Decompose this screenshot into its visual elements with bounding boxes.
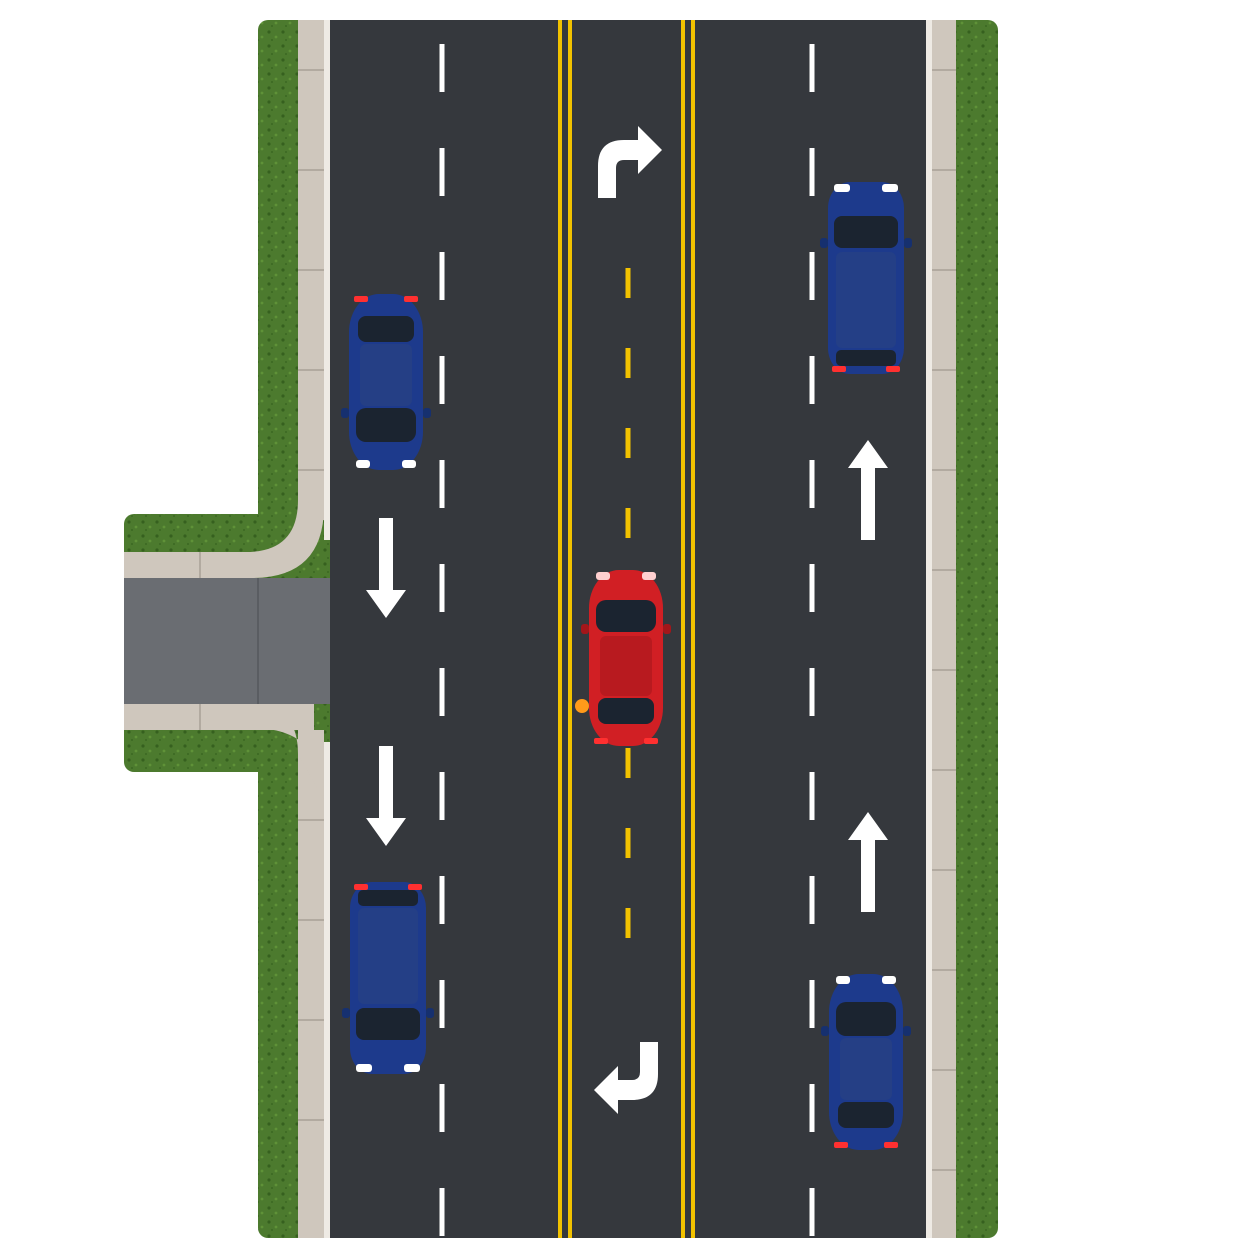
lane-dash-white xyxy=(809,1188,815,1236)
lane-dash-white xyxy=(809,772,815,820)
lane-dash-white xyxy=(439,772,445,820)
sidewalk-right xyxy=(930,20,956,1238)
lane-dash-white xyxy=(439,564,445,612)
lane-dash-yellow xyxy=(625,508,631,538)
car-center-red-sedan xyxy=(575,570,671,746)
lane-markings xyxy=(439,44,815,1236)
car-southbound-suv xyxy=(342,882,434,1074)
lane-dash-white xyxy=(809,668,815,716)
lane-dash-white xyxy=(809,564,815,612)
lane-dash-white xyxy=(439,1084,445,1132)
sidewalk-joints xyxy=(199,69,956,1171)
double-yellow-left xyxy=(558,20,572,1238)
lane-dash-white xyxy=(439,252,445,300)
curb-right xyxy=(926,20,932,1238)
lane-dash-yellow xyxy=(625,268,631,298)
lane-dash-white xyxy=(439,460,445,508)
car-northbound-suv xyxy=(820,182,912,374)
lane-dash-white xyxy=(439,668,445,716)
lane-dash-yellow xyxy=(625,428,631,458)
lane-dash-white xyxy=(439,1188,445,1236)
lane-dash-white xyxy=(439,980,445,1028)
lane-dash-white xyxy=(809,876,815,924)
car-northbound-sedan xyxy=(821,974,911,1150)
lane-dash-white xyxy=(439,876,445,924)
lane-dash-white xyxy=(809,1084,815,1132)
double-yellow-right xyxy=(681,20,695,1238)
lane-dash-white xyxy=(809,356,815,404)
lane-dash-white xyxy=(809,44,815,92)
lane-dash-yellow xyxy=(625,908,631,938)
lane-dash-white xyxy=(809,460,815,508)
turn-signal-icon xyxy=(575,699,589,713)
lane-dash-white xyxy=(809,148,815,196)
lane-dash-yellow xyxy=(625,828,631,858)
car-southbound-sedan xyxy=(341,294,431,470)
lane-dash-white xyxy=(439,44,445,92)
side-street xyxy=(124,578,334,704)
lane-dash-white xyxy=(439,356,445,404)
lane-dash-white xyxy=(439,148,445,196)
curb-left-bottom xyxy=(324,742,330,1238)
lane-dash-yellow xyxy=(625,348,631,378)
lane-dash-yellow xyxy=(625,748,631,778)
lane-dash-white xyxy=(809,252,815,300)
curb-left-top xyxy=(324,20,330,540)
lane-dash-white xyxy=(809,980,815,1028)
